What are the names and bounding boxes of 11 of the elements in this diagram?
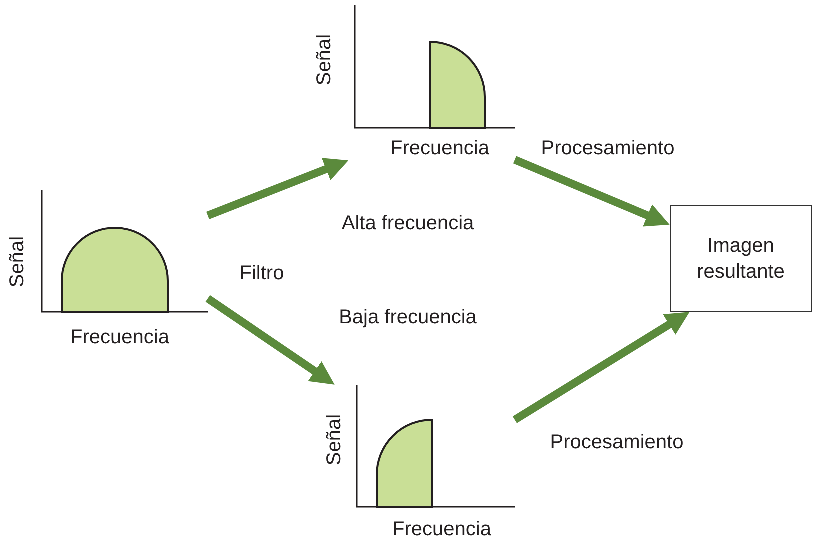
- arrow: [513, 156, 670, 227]
- arrow: [206, 295, 335, 385]
- arrow: [206, 158, 349, 220]
- y-axis-label: Señal: [314, 34, 336, 86]
- box-label: Imagen resultante: [696, 234, 786, 284]
- arrow: [512, 312, 690, 424]
- x-axis-label: Frecuencia: [392, 518, 492, 542]
- y-axis-label: Señal: [6, 236, 30, 288]
- x-axis-label: Frecuencia: [390, 138, 490, 160]
- x-axis-label: Frecuencia: [70, 326, 170, 350]
- y-axis-label: Señal: [324, 414, 346, 466]
